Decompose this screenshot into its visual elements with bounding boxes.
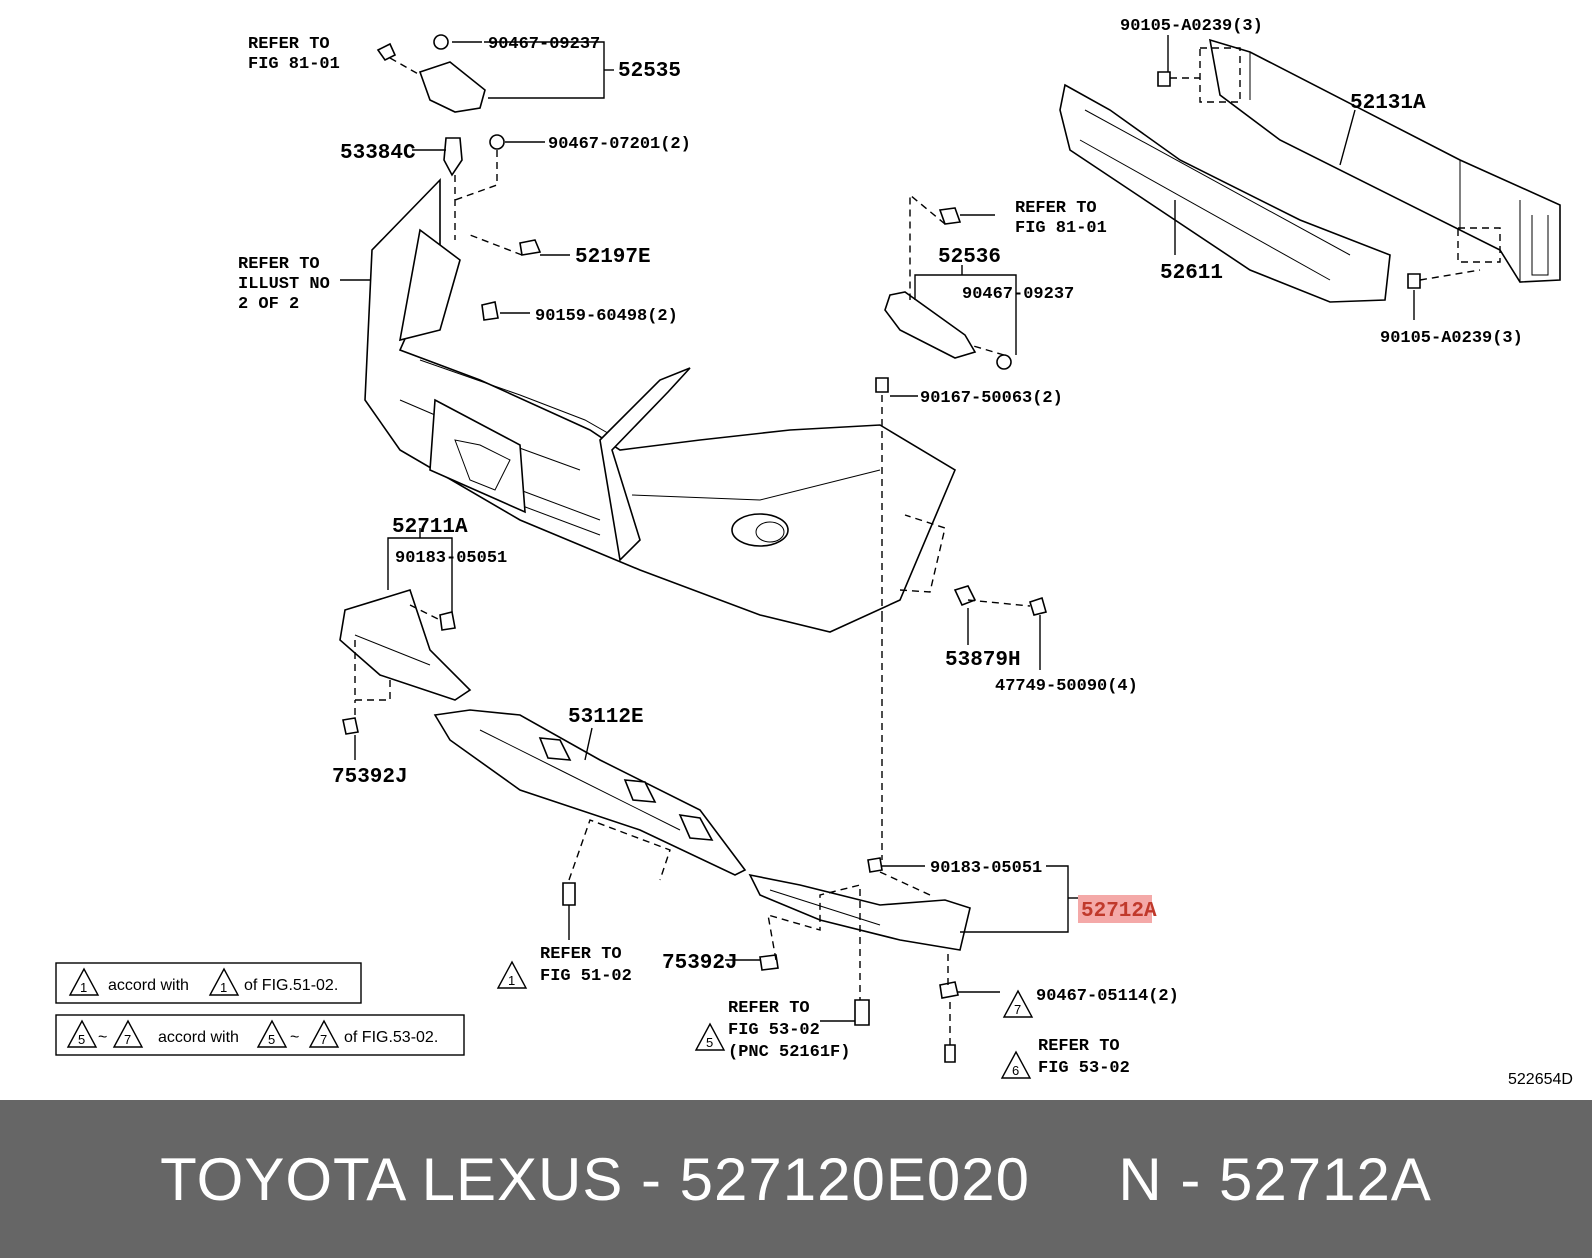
triangle-icon-7: 7 (1002, 989, 1034, 1018)
warning-triangle-marks: 1 5 7 6 (496, 960, 1034, 1079)
diagram-code: 522654D (1508, 1071, 1573, 1088)
reinforcement-52131a-illustration (1208, 38, 1561, 283)
retainer-52712a-illustration (748, 873, 971, 951)
label-52535: 52535 (618, 60, 681, 83)
label-53384c: 53384C (340, 142, 416, 165)
note2-of-fig: of FIG.53-02. (344, 1029, 438, 1046)
svg-text:6: 6 (1012, 1063, 1019, 1078)
label-refer-fig-53-02-pnc-line2: FIG 53-02 (728, 1021, 820, 1040)
note-box-2: 5 ~ 7 accord with 5 ~ 7 of FIG.53-02. (55, 1014, 465, 1056)
leader-lines (340, 35, 1415, 1022)
label-refer-illust-line1: REFER TO (238, 255, 320, 274)
label-90159-60498: 90159-60498(2) (535, 307, 678, 326)
label-refer-fig-81-01-right-line1: REFER TO (1015, 199, 1097, 218)
highlight-box (1078, 895, 1152, 923)
fasteners-illustration (342, 71, 1421, 1063)
note1-mark-right: 1 (220, 980, 227, 995)
footer-banner: TOYOTA LEXUS - 527120E020 N - 52712A (0, 1100, 1592, 1258)
svg-text:1: 1 (508, 973, 515, 988)
triangle-icon-6: 6 (1000, 1050, 1032, 1079)
label-75392j-right: 75392J (662, 952, 738, 975)
absorber-52611-illustration (1059, 83, 1391, 303)
note2-tilde-left: ~ (98, 1029, 107, 1046)
note2-mark-7-left: 7 (124, 1032, 131, 1047)
note2-accord-with: accord with (158, 1029, 239, 1046)
label-52197e: 52197E (575, 246, 651, 269)
part-labels: REFER TO FIG 81-01 90467-09237 52535 533… (238, 17, 1573, 1088)
label-90467-05114: 90467-05114(2) (1036, 987, 1179, 1006)
triangle-icon-1-refer: 1 (496, 960, 528, 989)
label-refer-fig-81-01-top-line2: FIG 81-01 (248, 55, 340, 74)
label-52536: 52536 (938, 246, 1001, 269)
label-refer-fig-53-02-line2: FIG 53-02 (1038, 1059, 1130, 1078)
spoiler-53112e-illustration (433, 709, 747, 876)
footer-title: TOYOTA LEXUS - 527120E020 N - 52712A (160, 1145, 1432, 1213)
label-53112e: 53112E (568, 706, 644, 729)
retainer-52711a-illustration (339, 589, 472, 701)
parts-diagram: REFER TO FIG 81-01 90467-09237 52535 533… (55, 17, 1573, 1088)
label-refer-fig-51-02-line1: REFER TO (540, 945, 622, 964)
label-90467-09237-right: 90467-09237 (962, 285, 1074, 304)
label-90105-a0239-bottom: 90105-A0239(3) (1380, 329, 1523, 348)
bracket-52535-illustration (376, 34, 486, 113)
bumper-cover-illustration (364, 178, 957, 633)
label-52611: 52611 (1160, 262, 1223, 285)
assembly-dashed-lines (354, 47, 1501, 1045)
label-52131a: 52131A (1350, 92, 1426, 115)
label-90467-07201: 90467-07201(2) (548, 135, 691, 154)
label-90105-a0239-top: 90105-A0239(3) (1120, 17, 1263, 36)
note1-mark-left: 1 (80, 980, 87, 995)
label-52711a: 52711A (392, 516, 468, 539)
label-52712a[interactable]: 52712A (1081, 900, 1157, 923)
label-90467-09237-top: 90467-09237 (488, 35, 600, 54)
label-90167-50063: 90167-50063(2) (920, 389, 1063, 408)
label-refer-fig-53-02-line1: REFER TO (1038, 1037, 1120, 1056)
svg-text:7: 7 (1014, 1002, 1021, 1017)
label-47749-50090: 47749-50090(4) (995, 677, 1138, 696)
label-refer-fig-51-02-line2: FIG 51-02 (540, 967, 632, 986)
note2-mark-5-left: 5 (78, 1032, 85, 1047)
note1-accord-with: accord with (108, 977, 189, 994)
bracket-52536-illustration (884, 207, 1012, 370)
label-refer-fig-81-01-right-line2: FIG 81-01 (1015, 219, 1107, 238)
label-refer-illust-line3: 2 OF 2 (238, 295, 299, 314)
label-90183-05051-right: 90183-05051 (930, 859, 1042, 878)
note1-of-fig: of FIG.51-02. (244, 977, 338, 994)
label-53879h: 53879H (945, 649, 1021, 672)
triangle-icon-5-refer: 5 (694, 1022, 726, 1051)
note2-tilde-right: ~ (290, 1029, 299, 1046)
note2-mark-5-right: 5 (268, 1032, 275, 1047)
label-refer-illust-line2: ILLUST NO (238, 275, 330, 294)
svg-text:5: 5 (706, 1035, 713, 1050)
label-75392j-left: 75392J (332, 766, 408, 789)
label-90183-05051-left: 90183-05051 (395, 549, 507, 568)
label-refer-fig-81-01-top-line1: REFER TO (248, 35, 330, 54)
note-box-1: 1 accord with 1 of FIG.51-02. (55, 962, 362, 1004)
label-refer-fig-53-02-pnc-line1: REFER TO (728, 999, 810, 1018)
label-refer-fig-53-02-pnc-line3: (PNC 52161F) (728, 1043, 850, 1062)
note2-mark-7-right: 7 (320, 1032, 327, 1047)
